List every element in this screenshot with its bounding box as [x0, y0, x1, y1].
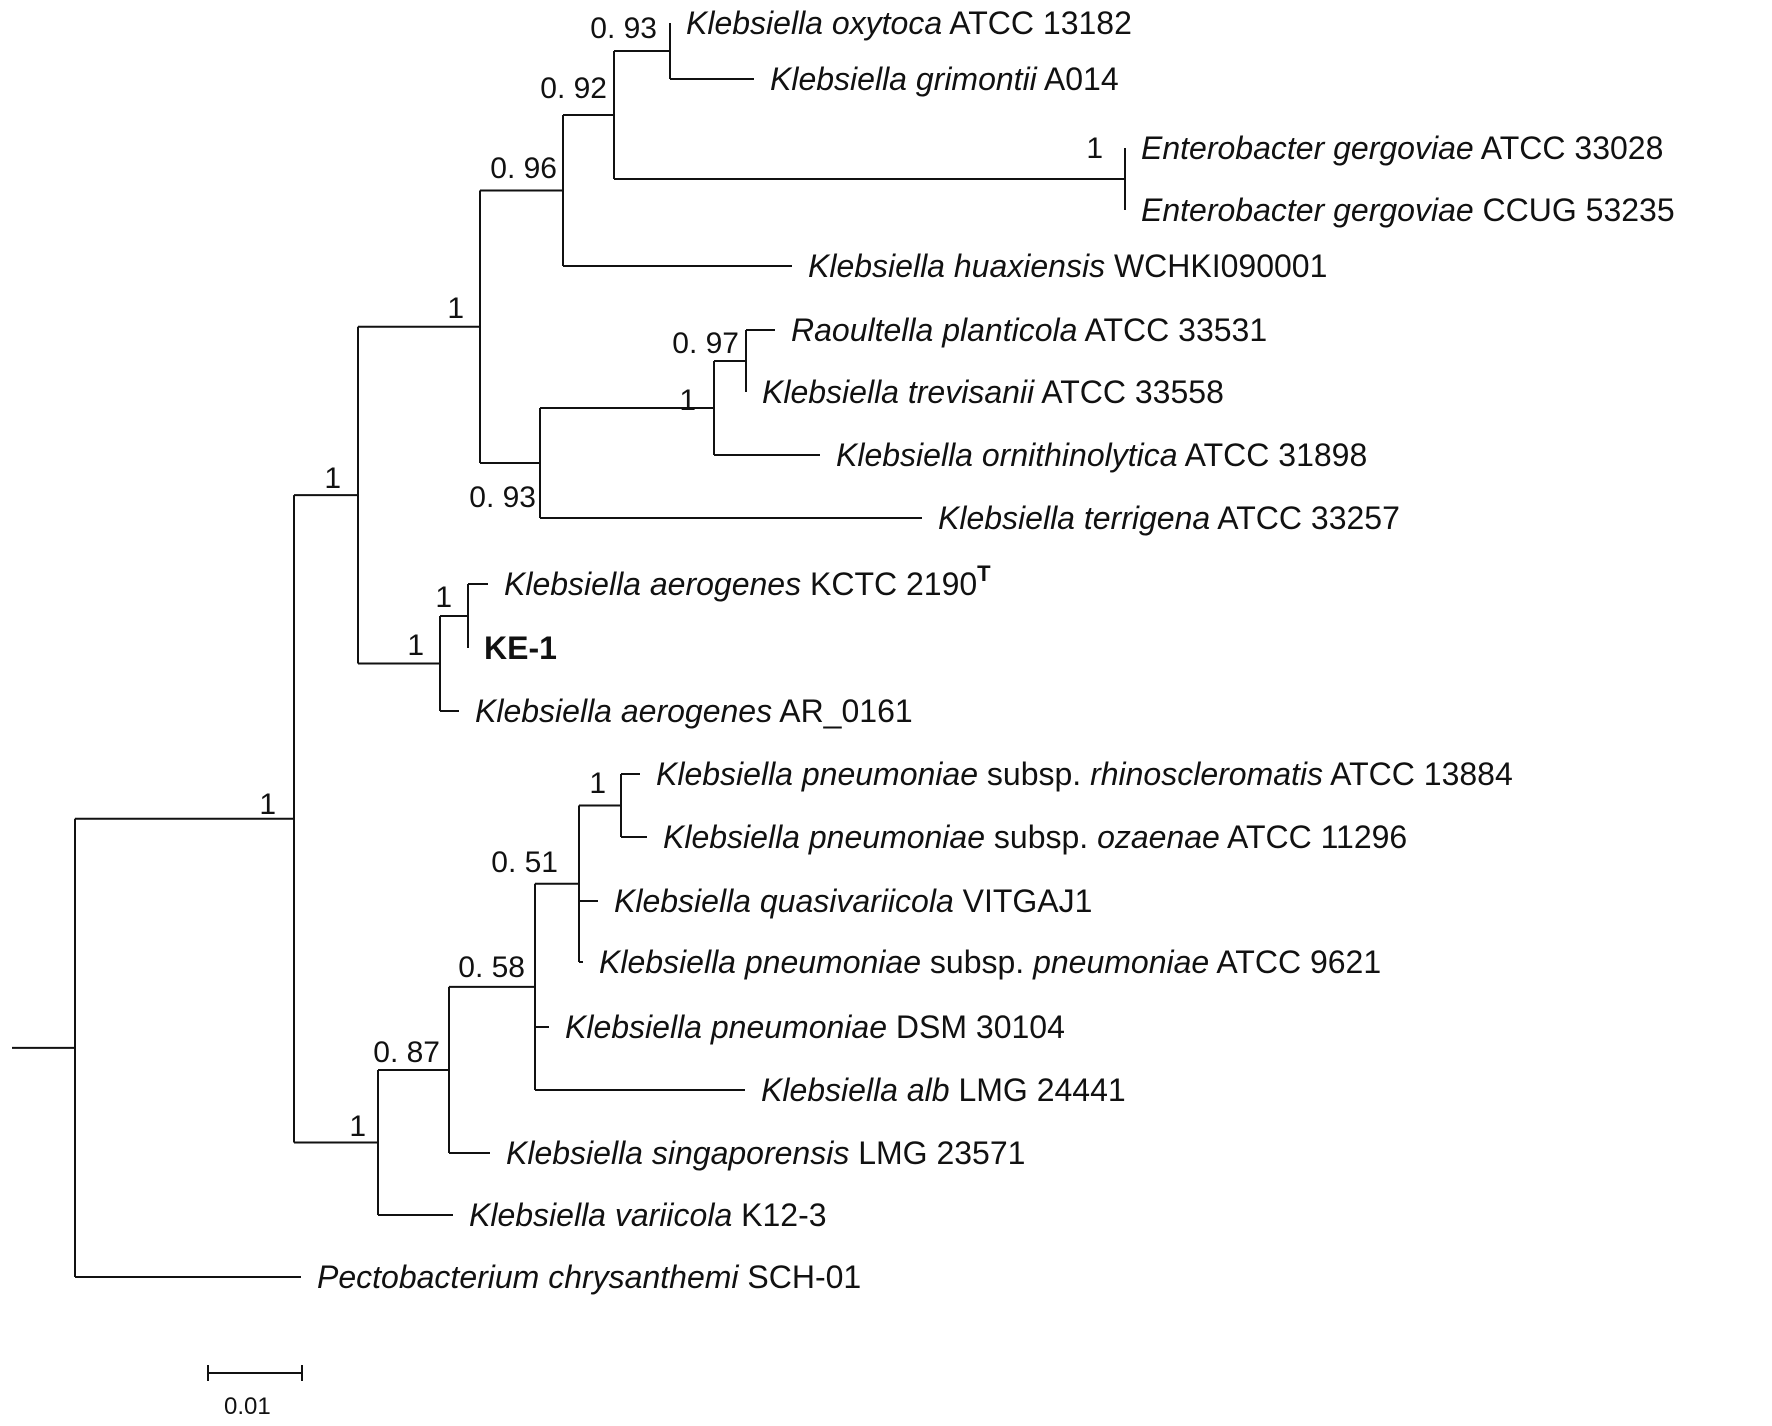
- tip-label-part: Raoultella planticola: [791, 312, 1077, 348]
- tip-label-part: SCH-01: [739, 1259, 862, 1295]
- tip-label-khua: Klebsiella huaxiensis WCHKI090001: [808, 248, 1327, 284]
- tip-label-part: DSM 30104: [887, 1009, 1065, 1045]
- scale-bar-label: 0.01: [224, 1393, 271, 1420]
- tip-label-part: ATCC 31898: [1178, 437, 1368, 473]
- tip-label-part: rhinoscleromatis: [1090, 756, 1323, 792]
- support-value-n-plus-ksin: 0. 87: [373, 1036, 440, 1069]
- tip-label-part: Klebsiella terrigena: [938, 500, 1210, 536]
- tip-label-part: subsp.: [985, 819, 1097, 855]
- tip-label-part: AR_0161: [772, 693, 913, 729]
- tip-label-part: Klebsiella trevisanii: [762, 374, 1035, 410]
- support-value-n-upper-all: 1: [324, 462, 341, 495]
- support-value-n-plus-khua: 0. 96: [490, 152, 557, 185]
- tip-label-part: ATCC 33531: [1077, 312, 1267, 348]
- support-value-n-ingroup: 1: [259, 788, 276, 821]
- tip-label-part: Klebsiella quasivariicola: [614, 883, 954, 919]
- support-value-n-plus-kter: 0. 93: [469, 481, 536, 514]
- support-value-n-upper-clade: 1: [447, 292, 464, 325]
- tip-label-part: pneumoniae: [1032, 944, 1209, 980]
- tip-label-part: Klebsiella variicola: [469, 1197, 732, 1233]
- tip-label-kqua: Klebsiella quasivariicola VITGAJ1: [614, 883, 1092, 919]
- tip-label-part: Klebsiella pneumoniae: [656, 756, 978, 792]
- tip-label-part: Klebsiella oxytoca: [686, 5, 942, 41]
- tip-label-part: Klebsiella alb: [761, 1072, 950, 1108]
- tip-label-ke1: KE-1: [484, 630, 557, 666]
- tip-label-part: VITGAJ1: [954, 883, 1093, 919]
- support-value-n-plus-kvar: 1: [349, 1110, 366, 1143]
- tip-label-koxy: Klebsiella oxytoca ATCC 13182: [686, 5, 1132, 41]
- tip-label-eger1: Enterobacter gergoviae ATCC 33028: [1141, 130, 1663, 166]
- support-value-n-plus-korn: 1: [679, 384, 696, 417]
- tip-label-part: Klebsiella ornithinolytica: [836, 437, 1178, 473]
- tip-label-rpla: Raoultella planticola ATCC 33531: [791, 312, 1267, 348]
- support-value-n-kaer1-ke1: 1: [435, 581, 452, 614]
- tip-label-part: ATCC 11296: [1220, 819, 1407, 855]
- tip-label-part: ATCC 13182: [942, 5, 1132, 41]
- tip-label-part: Klebsiella pneumoniae: [565, 1009, 887, 1045]
- tip-label-part: ATCC 13884: [1323, 756, 1513, 792]
- tip-label-part: Klebsiella singaporensis: [506, 1135, 849, 1171]
- tip-label-kpoz: Klebsiella pneumoniae subsp. ozaenae ATC…: [663, 819, 1407, 855]
- support-value-n-kprh-kpoz: 1: [589, 767, 606, 800]
- tip-label-part: Enterobacter gergoviae: [1141, 130, 1474, 166]
- tip-label-part: ATCC 33257: [1210, 500, 1400, 536]
- tip-label-kvar: Klebsiella variicola K12-3: [469, 1197, 827, 1233]
- tip-label-kgri: Klebsiella grimontii A014: [770, 61, 1119, 97]
- tip-label-kaer2: Klebsiella aerogenes AR_0161: [475, 693, 913, 729]
- tip-label-part: ozaenae: [1097, 819, 1220, 855]
- tip-label-part: LMG 24441: [950, 1072, 1126, 1108]
- tip-label-part: LMG 23571: [849, 1135, 1025, 1171]
- support-value-n-eger: 1: [1086, 132, 1103, 165]
- tip-label-kprh: Klebsiella pneumoniae subsp. rhinosclero…: [656, 756, 1513, 792]
- tip-label-part: Pectobacterium chrysanthemi: [317, 1259, 739, 1295]
- support-value-n-plus-eger: 0. 92: [540, 72, 607, 105]
- support-value-n-rpla-ktre: 0. 97: [672, 327, 739, 360]
- tip-label-kalb: Klebsiella alb LMG 24441: [761, 1072, 1126, 1108]
- tip-label-kpds: Klebsiella pneumoniae DSM 30104: [565, 1009, 1065, 1045]
- tip-label-part: ATCC 33558: [1034, 374, 1224, 410]
- tip-label-part: Enterobacter gergoviae: [1141, 192, 1474, 228]
- tip-label-part: subsp.: [921, 944, 1033, 980]
- support-value-n-aerogenes-clade: 1: [407, 629, 424, 662]
- support-value-n-koxy-kgri: 0. 93: [590, 12, 657, 45]
- support-value-n-pneumoniae-group: 0. 51: [491, 846, 558, 879]
- tip-label-kppn: Klebsiella pneumoniae subsp. pneumoniae …: [599, 944, 1381, 980]
- tip-label-part: ATCC 9621: [1209, 944, 1381, 980]
- tip-labels: Klebsiella oxytoca ATCC 13182Klebsiella …: [317, 5, 1675, 1295]
- tip-label-ktre: Klebsiella trevisanii ATCC 33558: [762, 374, 1224, 410]
- tip-label-part: CCUG 53235: [1474, 192, 1675, 228]
- scale-bar: 0.01: [207, 1365, 303, 1420]
- tip-label-ksin: Klebsiella singaporensis LMG 23571: [506, 1135, 1025, 1171]
- tip-label-part: WCHKI090001: [1105, 248, 1327, 284]
- tip-label-part: T: [977, 561, 991, 586]
- tip-label-eger2: Enterobacter gergoviae CCUG 53235: [1141, 192, 1675, 228]
- tip-label-part: Klebsiella pneumoniae: [599, 944, 921, 980]
- tip-label-part: KE-1: [484, 630, 557, 666]
- tip-label-part: Klebsiella pneumoniae: [663, 819, 985, 855]
- tip-label-korn: Klebsiella ornithinolytica ATCC 31898: [836, 437, 1367, 473]
- tip-label-part: KCTC 2190: [801, 566, 977, 602]
- tip-label-part: Klebsiella aerogenes: [475, 693, 772, 729]
- tip-label-part: Klebsiella grimontii: [770, 61, 1038, 97]
- tip-label-part: K12-3: [732, 1197, 826, 1233]
- tip-label-part: Klebsiella aerogenes: [504, 566, 801, 602]
- tip-label-part: Klebsiella huaxiensis: [808, 248, 1105, 284]
- tip-label-pchr: Pectobacterium chrysanthemi SCH-01: [317, 1259, 861, 1295]
- tip-label-kaer1: Klebsiella aerogenes KCTC 2190T: [504, 561, 991, 602]
- support-value-n-plus-kalb: 0. 58: [458, 951, 525, 984]
- tip-label-part: ATCC 33028: [1474, 130, 1664, 166]
- tip-label-kter: Klebsiella terrigena ATCC 33257: [938, 500, 1400, 536]
- tree-branches: [12, 23, 1126, 1278]
- tip-label-part: A014: [1037, 61, 1119, 97]
- tip-label-part: subsp.: [978, 756, 1090, 792]
